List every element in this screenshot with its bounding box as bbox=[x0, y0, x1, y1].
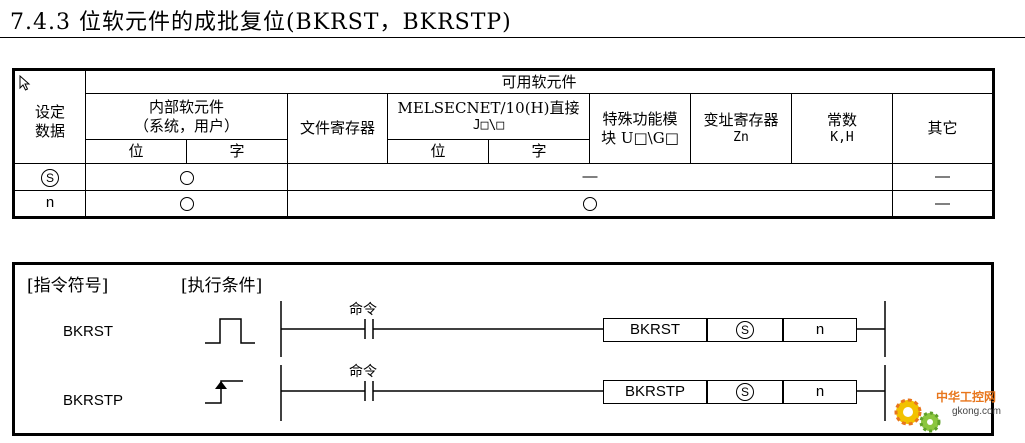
row-label-cell: S bbox=[13, 163, 86, 191]
internal-word-header: 字 bbox=[186, 139, 288, 164]
available-circle-icon bbox=[583, 197, 597, 212]
watermark-domain: gkong.com bbox=[952, 406, 1001, 417]
melsecnet-bit-header: 位 bbox=[387, 139, 489, 164]
available-circle-icon bbox=[179, 170, 194, 185]
pointer-cursor-icon bbox=[19, 75, 31, 91]
special-module-header: 特殊功能模 块 U□\G□ bbox=[589, 93, 691, 164]
command-contact-label-1: 命令 bbox=[349, 302, 377, 318]
available-devices-header: 可用软元件 bbox=[84, 69, 995, 94]
internal-availability-cell bbox=[85, 190, 288, 218]
special-header-line1: 特殊功能模 bbox=[602, 109, 678, 128]
index-register-header: 变址寄存器 Zn bbox=[690, 93, 792, 164]
ladder-diagram-box: [指令符号] [执行条件] BKRST BKRSTP 命令 命令 BKRST S… bbox=[12, 262, 994, 436]
internal-availability-cell bbox=[85, 163, 288, 191]
unavailable-dash: — bbox=[935, 168, 951, 186]
circled-s-symbol: S bbox=[41, 168, 59, 187]
instruction-name-bkrstp: BKRSTP bbox=[63, 392, 124, 409]
other-header: 其它 bbox=[891, 93, 995, 164]
instruction-box-bkrst: BKRST bbox=[603, 318, 707, 342]
usable-devices-table: 设定 数据 可用软元件 内部软元件 （系统，用户） 文件寄存器 MELSECNE… bbox=[12, 68, 996, 219]
constant-header-line1: 常数 bbox=[826, 111, 857, 129]
page-title: 7.4.3 位软元件的成批复位(BKRST，BKRSTP) bbox=[10, 10, 512, 35]
internal-bit-header: 位 bbox=[85, 139, 187, 164]
operand-box-s: S bbox=[707, 318, 783, 342]
index-header-line1: 变址寄存器 bbox=[703, 111, 779, 129]
other-availability-cell: — bbox=[891, 163, 995, 191]
rising-edge-arrow-icon bbox=[215, 381, 227, 389]
row-label-cell: n bbox=[13, 190, 86, 218]
ladder-lines bbox=[205, 301, 886, 421]
mid-availability-cell: — bbox=[287, 163, 893, 191]
internal-device-header: 内部软元件 （系统，用户） bbox=[85, 93, 288, 140]
execution-condition-header: [执行条件] bbox=[181, 276, 263, 296]
circled-s-symbol: S bbox=[736, 321, 754, 340]
unavailable-dash: — bbox=[935, 194, 951, 212]
internal-header-line2: （系统，用户） bbox=[133, 116, 239, 135]
setting-header-line2: 数据 bbox=[34, 122, 65, 140]
circled-s-symbol: S bbox=[736, 383, 754, 402]
melsecnet-header-line1: MELSECNET/10(H)直接 bbox=[397, 99, 580, 117]
command-contact-label-2: 命令 bbox=[349, 364, 377, 380]
special-header-line2: 块 U□\G□ bbox=[601, 128, 679, 147]
melsecnet-word-header: 字 bbox=[488, 139, 590, 164]
instruction-box-bkrstp: BKRSTP bbox=[603, 380, 707, 404]
operand-box-n: n bbox=[783, 318, 857, 342]
table-row: n — bbox=[13, 190, 995, 218]
available-circle-icon bbox=[179, 197, 194, 212]
constant-header: 常数 K,H bbox=[791, 93, 893, 164]
gear-logo-icon bbox=[894, 398, 941, 433]
file-register-header: 文件寄存器 bbox=[287, 93, 388, 164]
title-underline bbox=[0, 37, 1025, 38]
pulse-condition-icon bbox=[205, 318, 255, 344]
operand-box-n: n bbox=[783, 380, 857, 404]
melsecnet-header-line2: J□\□ bbox=[472, 117, 505, 133]
table-row: S — — bbox=[13, 163, 995, 191]
instruction-name-bkrst: BKRST bbox=[63, 323, 114, 340]
constant-header-line2: K,H bbox=[830, 129, 854, 145]
rising-edge-condition-icon bbox=[205, 380, 243, 404]
other-availability-cell: — bbox=[891, 190, 995, 218]
operand-box-s: S bbox=[707, 380, 783, 404]
internal-header-line1: 内部软元件 bbox=[148, 97, 224, 116]
setting-header-line1: 设定 bbox=[34, 103, 65, 122]
unavailable-dash: — bbox=[582, 168, 598, 186]
setting-data-header: 设定 数据 bbox=[13, 69, 86, 164]
melsecnet-header: MELSECNET/10(H)直接 J□\□ bbox=[387, 93, 590, 140]
instruction-symbol-header: [指令符号] bbox=[27, 276, 109, 296]
watermark-brand: 中华工控网 bbox=[936, 390, 997, 404]
gkong-watermark: 中华工控网 gkong.com bbox=[888, 384, 1018, 436]
mid-availability-cell bbox=[287, 190, 893, 218]
index-header-line2: Zn bbox=[733, 129, 749, 145]
